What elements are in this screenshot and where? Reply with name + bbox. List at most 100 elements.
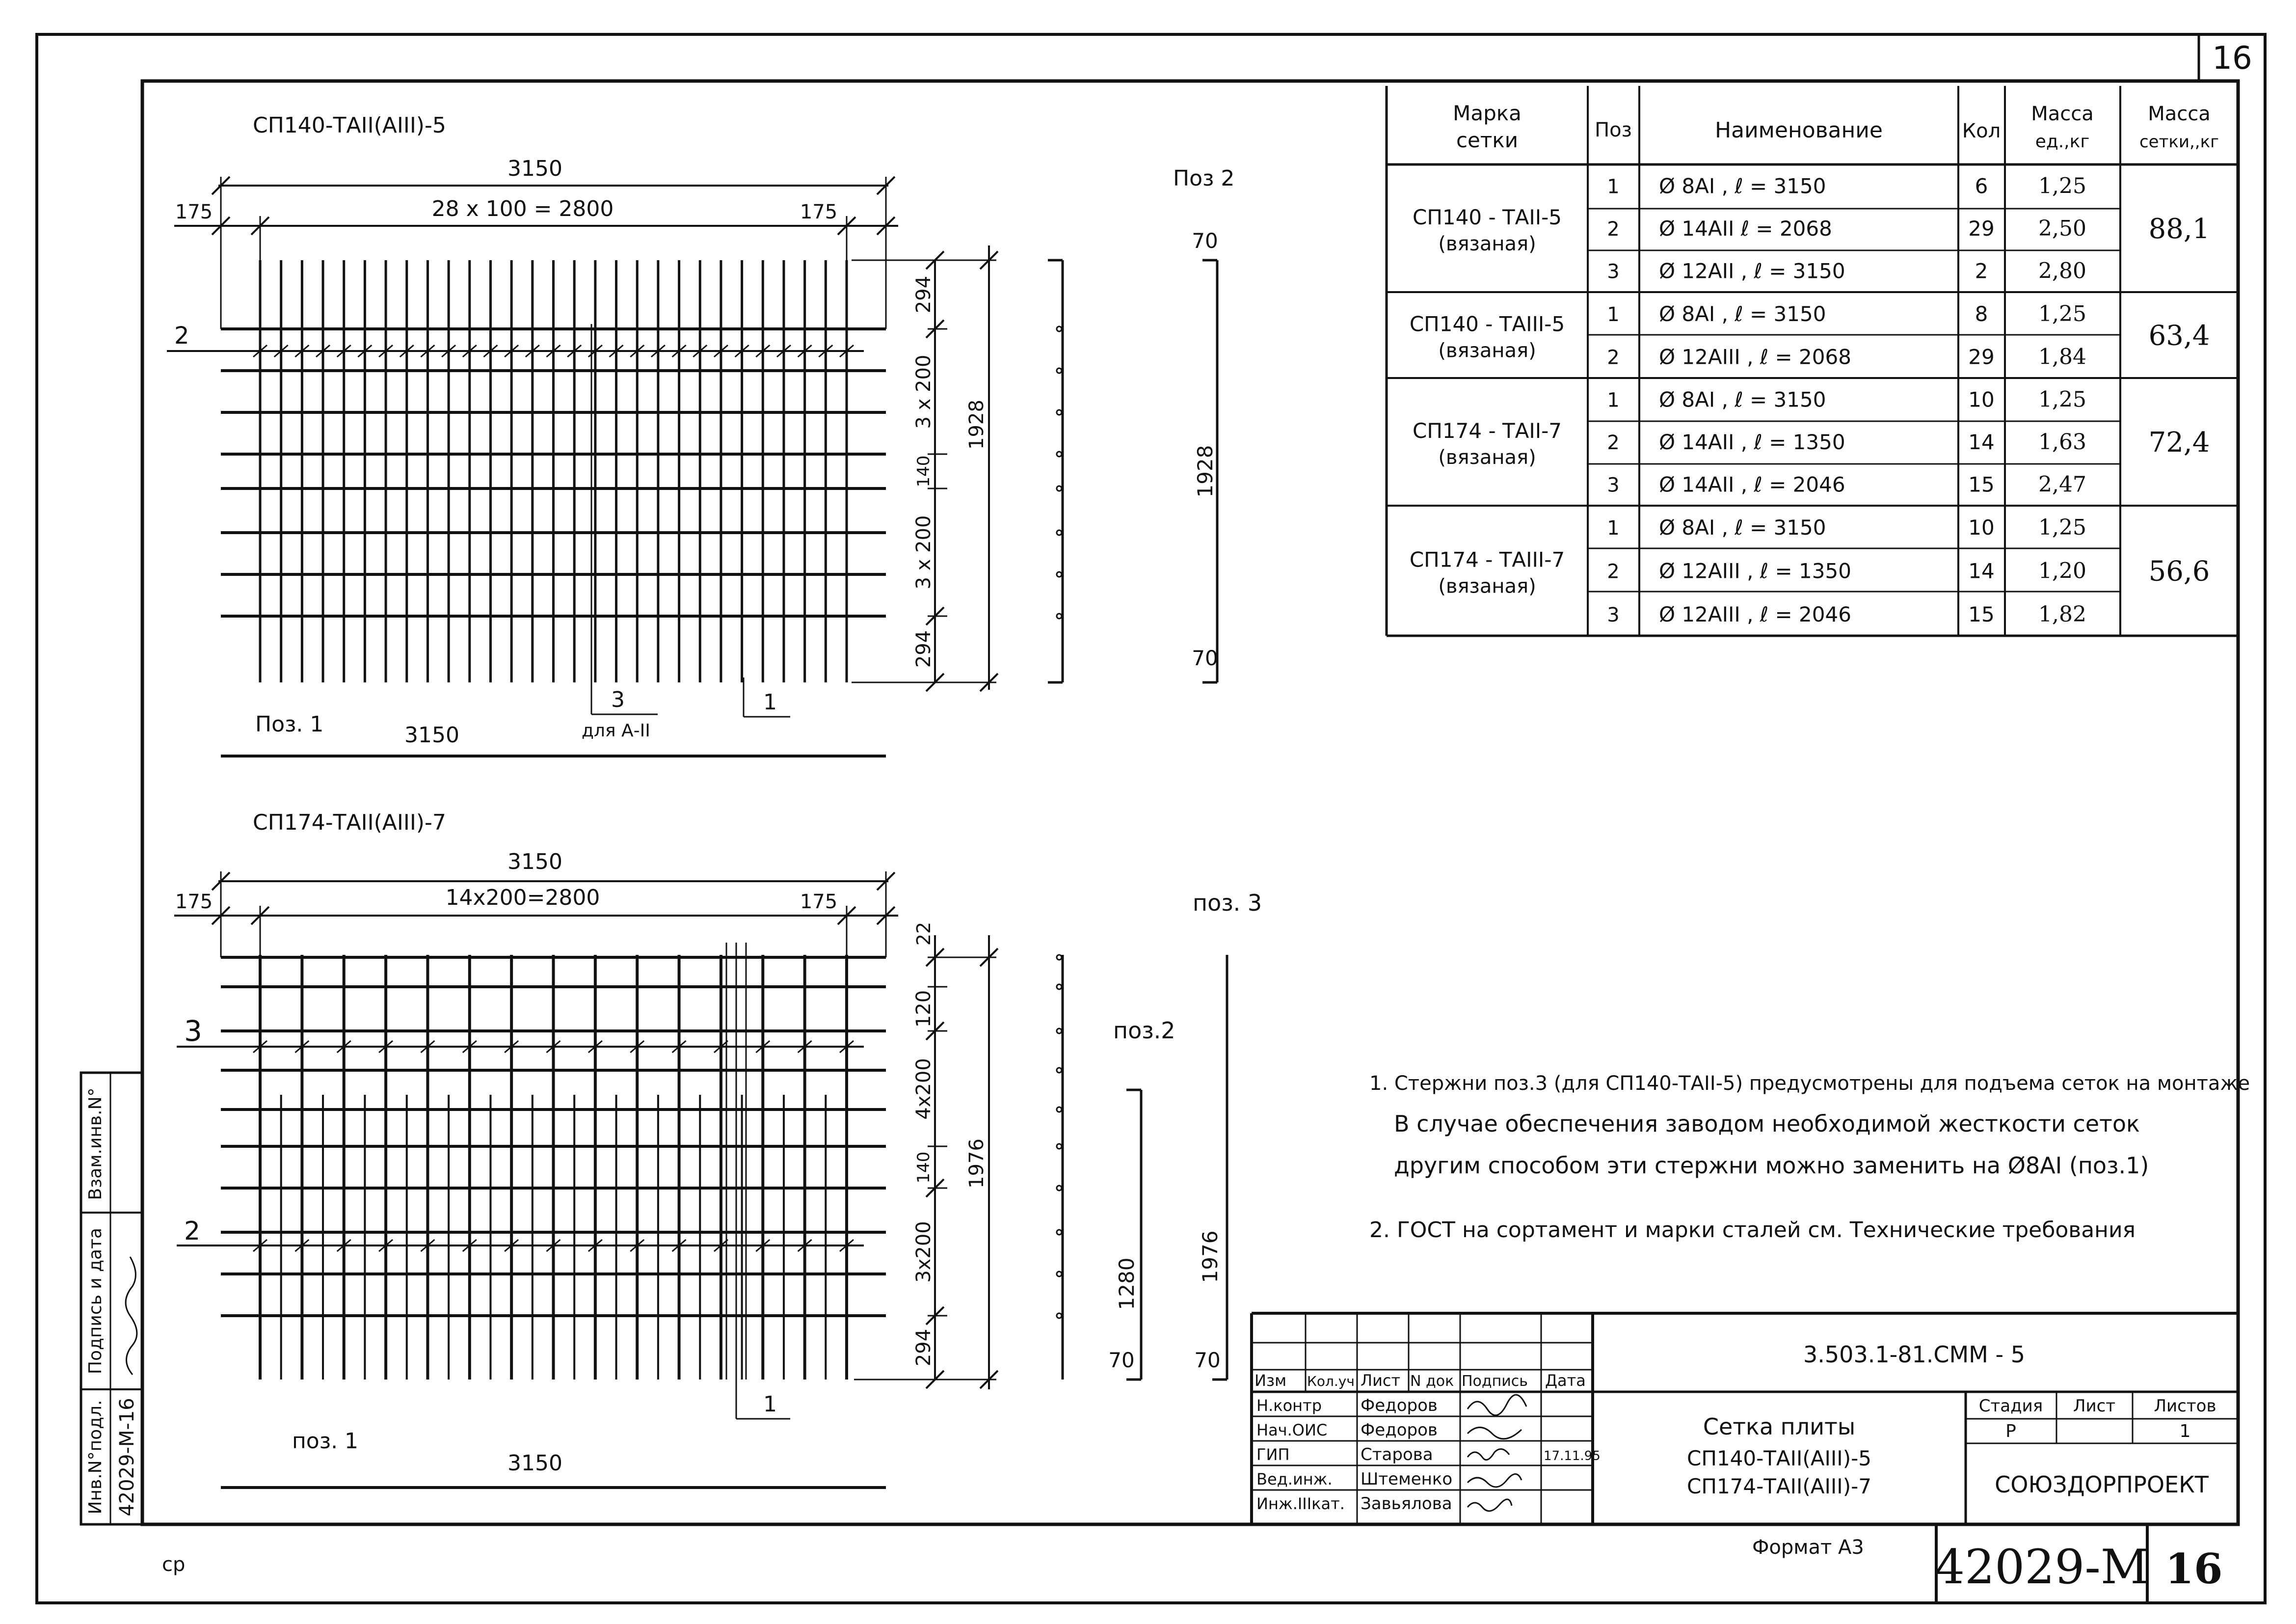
rebar-section-dot bbox=[1056, 1185, 1063, 1191]
spec-mark-type: (вязаная) bbox=[1438, 446, 1536, 469]
tb-role-name: Федоров bbox=[1361, 1420, 1438, 1440]
spec-header-qty: Кол bbox=[1962, 120, 2001, 142]
spec-row-qty: 14 bbox=[1968, 559, 1994, 583]
tb-role-name: Завьялова bbox=[1361, 1494, 1452, 1514]
bottom-span-formula: 14х200=2800 bbox=[446, 885, 600, 910]
rebar-section-dot bbox=[1056, 485, 1063, 492]
mesh-bottom-tie-mark bbox=[294, 1239, 310, 1252]
rebar-section-dot bbox=[1056, 451, 1063, 458]
rebar-section-dot bbox=[1056, 1271, 1063, 1277]
mesh-top-tie-mark bbox=[609, 344, 624, 358]
margin-inv-label: Инв.N°подл. bbox=[85, 1400, 106, 1515]
mesh-top-tie-mark bbox=[399, 344, 414, 358]
spec-header-unit-mass-2: ед.,кг bbox=[2035, 132, 2090, 152]
rebar-section-dot bbox=[1056, 367, 1063, 374]
spec-row-unit-mass: 1,25 bbox=[2038, 301, 2086, 326]
spec-row-pos: 3 bbox=[1607, 474, 1619, 497]
mesh-bottom-tie-mark bbox=[462, 1239, 477, 1252]
spec-row-name: Ø 12АIII , ℓ = 2068 bbox=[1659, 345, 1851, 369]
top-callout-3: 3 bbox=[611, 687, 625, 712]
bottom-side-pos2-end: 70 bbox=[1108, 1348, 1134, 1372]
tb-sheets-value: 1 bbox=[2180, 1421, 2191, 1441]
tb-role-date: 17.11.95 bbox=[1544, 1449, 1601, 1463]
spec-row-qty: 2 bbox=[1975, 259, 1988, 283]
bottom-vertical-dimensions: 22 120 4х200 140 3х200 294 1976 bbox=[854, 922, 999, 1389]
margin-swap-label: Взам.инв.N° bbox=[85, 1087, 106, 1200]
tb-role-name: Федоров bbox=[1361, 1396, 1438, 1415]
bottom-right-edge: 175 bbox=[800, 891, 837, 913]
spec-row-unit-mass: 1,63 bbox=[2038, 430, 2086, 455]
spec-row-pos: 1 bbox=[1607, 175, 1619, 198]
mesh-top-tie-mark bbox=[253, 344, 267, 358]
bottom-mesh-title: СП174-ТАII(АIII)-7 bbox=[253, 810, 446, 835]
mesh-bottom-tie-mark bbox=[587, 1040, 603, 1054]
tb-sheet-header: Лист bbox=[2073, 1396, 2115, 1416]
spec-group-total-mass: 88,1 bbox=[2149, 213, 2210, 245]
spec-header-total-mass-1: Масса bbox=[2148, 103, 2211, 125]
spec-group-total-mass: 56,6 bbox=[2149, 556, 2210, 588]
spec-row-unit-mass: 1,25 bbox=[2038, 515, 2086, 540]
spec-row-name: Ø 14АII , ℓ = 1350 bbox=[1659, 430, 1845, 454]
spec-row-name: Ø 8АI , ℓ = 3150 bbox=[1659, 302, 1826, 326]
mesh-top-tie-mark bbox=[734, 344, 749, 358]
mesh-top-tie-mark bbox=[776, 344, 791, 358]
mesh-bottom-tie-mark bbox=[253, 1239, 267, 1252]
notes-block: 1. Стержни поз.3 (для СП140-ТАII-5) пред… bbox=[1369, 1072, 2250, 1243]
rebar-section-dot bbox=[1056, 613, 1063, 620]
tb-organization: СОЮЗДОРПРОЕКТ bbox=[1995, 1471, 2209, 1498]
mesh-top-tie-mark bbox=[755, 344, 771, 358]
top-bottom-length: 3150 bbox=[404, 723, 459, 748]
mesh-bottom-tie-mark bbox=[378, 1040, 394, 1054]
outer-frame bbox=[35, 33, 2267, 1604]
mesh-top-tie-mark bbox=[316, 344, 331, 358]
rebar-section-dot bbox=[1056, 1106, 1063, 1113]
tb-col-date: Дата bbox=[1545, 1371, 1586, 1390]
spec-row-pos: 1 bbox=[1607, 517, 1619, 540]
spec-row-unit-mass: 2,50 bbox=[2038, 216, 2086, 241]
bottom-vdim-5: 294 bbox=[912, 1329, 935, 1366]
spec-row-qty: 15 bbox=[1968, 602, 1994, 626]
inner-frame bbox=[140, 79, 2240, 1526]
bottom-vdim-total: 1976 bbox=[965, 1138, 988, 1189]
rebar-section-dot bbox=[1056, 1028, 1063, 1034]
bottom-side-pos3: поз. 3 bbox=[1193, 890, 1262, 916]
mesh-top-tie-mark bbox=[630, 344, 645, 358]
mesh-top-tie-mark bbox=[504, 344, 519, 358]
note-1-line-2: В случае обеспечения заводом необходимой… bbox=[1394, 1110, 2140, 1137]
rebar-section-dot bbox=[1056, 1229, 1063, 1236]
spec-header-unit-mass-1: Масса bbox=[2031, 103, 2094, 125]
rebar-section-dot bbox=[1056, 529, 1063, 536]
mesh-bottom-tie-mark bbox=[671, 1239, 687, 1252]
tb-sheet: 16 bbox=[2165, 1544, 2223, 1593]
mesh-bottom-tie-mark bbox=[713, 1040, 728, 1054]
mesh-top-tie-mark bbox=[336, 344, 351, 358]
rebar-section-dot bbox=[1056, 571, 1063, 578]
bottom-side-pos3-length: 1976 bbox=[1198, 1231, 1222, 1283]
top-vdim-4: 294 bbox=[912, 630, 935, 668]
bottom-vdim-4: 3х200 bbox=[912, 1221, 935, 1282]
top-side-dim-1: 1928 bbox=[1193, 445, 1217, 498]
spec-mark-type: (вязаная) bbox=[1438, 233, 1536, 255]
bottom-vdim-3: 140 bbox=[914, 1152, 934, 1184]
mesh-top-tie-mark bbox=[525, 344, 540, 358]
bottom-vdim-0: 22 bbox=[913, 922, 934, 946]
spec-mark-name: СП140 - ТАIII-5 bbox=[1410, 312, 1565, 336]
top-side-dim-0: 70 bbox=[1192, 229, 1218, 253]
top-vdim-3: 3 x 200 bbox=[912, 515, 935, 590]
spec-row-pos: 1 bbox=[1607, 303, 1619, 326]
mesh-bottom-tie-mark bbox=[839, 1239, 854, 1252]
signature-marks bbox=[1467, 1394, 1527, 1512]
top-pos1-label: Поз. 1 bbox=[255, 712, 323, 737]
top-left-edge: 175 bbox=[175, 201, 213, 223]
top-overall-width: 3150 bbox=[507, 156, 562, 181]
mesh-top-tie-mark bbox=[546, 344, 561, 358]
tb-sheets-header: Листов bbox=[2154, 1396, 2216, 1416]
tb-role-name: Штеменко bbox=[1361, 1469, 1452, 1489]
spec-row-name: Ø 8АI , ℓ = 3150 bbox=[1659, 174, 1826, 198]
spec-row-pos: 2 bbox=[1607, 218, 1619, 241]
spec-header-pos: Поз bbox=[1595, 119, 1632, 141]
bottom-marker-2: 2 bbox=[184, 1217, 200, 1246]
mesh-top-tie-mark bbox=[671, 344, 687, 358]
spec-row-qty: 29 bbox=[1968, 345, 1994, 369]
